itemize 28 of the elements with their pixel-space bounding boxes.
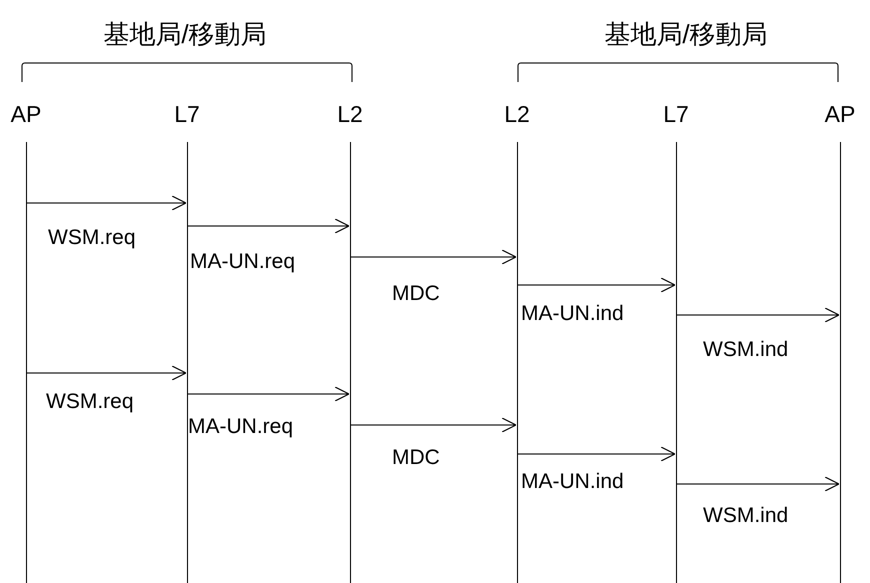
edge-label: MA-UN.req — [188, 415, 294, 439]
edge-label: MA-UN.ind — [521, 302, 624, 326]
arrow — [518, 277, 676, 293]
arrow — [188, 218, 350, 234]
arrow — [26, 195, 187, 211]
edge-label: WSM.req — [48, 226, 136, 250]
group-title: 基地局/移動局 — [603, 18, 769, 50]
group-title: 基地局/移動局 — [102, 18, 268, 50]
arrow — [676, 307, 840, 323]
lifeline-label: AP — [10, 100, 42, 128]
edge-label: WSM.ind — [703, 504, 788, 528]
edge-label: WSM.req — [46, 390, 134, 414]
edge-label: MA-UN.ind — [521, 470, 624, 494]
edge-label: MDC — [392, 446, 440, 470]
lifeline-label: AP — [824, 100, 856, 128]
lifeline-label: L7 — [662, 100, 690, 128]
edge-label: MDC — [392, 282, 440, 306]
arrow — [676, 476, 840, 492]
lifeline-label: L2 — [336, 100, 364, 128]
lifeline-label: L7 — [173, 100, 201, 128]
edge-label: MA-UN.req — [190, 250, 296, 274]
arrow — [26, 365, 187, 381]
arrow — [518, 446, 676, 462]
arrow — [188, 386, 350, 402]
edge-label: WSM.ind — [703, 338, 788, 362]
arrow — [350, 417, 517, 433]
lifeline-label: L2 — [503, 100, 531, 128]
arrow — [350, 249, 517, 265]
